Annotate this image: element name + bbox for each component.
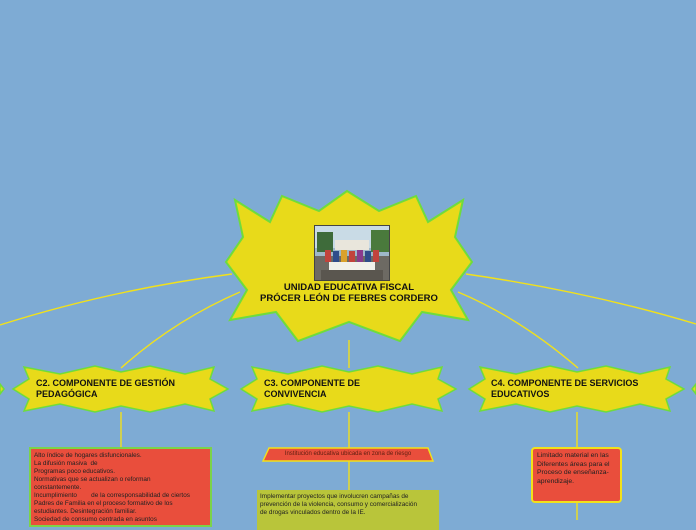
c2-issue-line: Incumplimiento de la corresponsabilidad …: [34, 492, 190, 499]
c4-title: C4. COMPONENTE DE SERVICIOS EDUCATIVOS: [491, 378, 639, 399]
connector-left-outer: [0, 273, 233, 326]
c3-tag-shape[interactable]: [261, 447, 435, 462]
c3-risk-tag[interactable]: Institución educativa ubicada en zona de…: [263, 447, 433, 461]
c2-issue-line: Sociedad de consumo centrada en asuntos: [34, 516, 157, 523]
connector-right-outer: [465, 273, 696, 325]
c3-burst-shape[interactable]: [239, 365, 458, 413]
c3-prevention-card[interactable]: Implementar proyectos que involucren cam…: [257, 490, 439, 530]
c2-burst-shape[interactable]: [11, 365, 230, 413]
c2-issue-line: Normativas que se actualizan o reforman: [34, 476, 151, 483]
right-offscreen-burst[interactable]: [691, 382, 696, 396]
c3-prevention-text: Implementar proyectos que involucren cam…: [260, 493, 418, 516]
c2-issues-card[interactable]: Alto índice de hogares disfuncionales. L…: [29, 447, 212, 527]
left-offscreen-burst[interactable]: [0, 382, 5, 396]
connector-c2: [120, 291, 241, 369]
connector-lines: [0, 273, 696, 520]
c3-title: C3. COMPONENTE DE CONVIVENCIA: [264, 378, 361, 399]
c2-issue-line: Alto índice de hogares disfuncionales.: [34, 452, 142, 459]
c2-issue-line: estudiantes. Desintegración familiar.: [34, 508, 137, 515]
c2-issue-line: Padres de Familia en el proceso formativ…: [34, 500, 173, 507]
c4-materials-text: Limitado material en las Diferentes área…: [537, 452, 610, 485]
c3-risk-tag-text: Institución educativa ubicada en zona de…: [284, 451, 412, 457]
center-title: UNIDAD EDUCATIVA FISCAL PRÓCER LEÓN DE F…: [260, 282, 438, 304]
c2-issue-line: La difusión masiva de: [34, 460, 98, 467]
c2-issue-line: constantemente.: [34, 484, 82, 491]
connector-c4: [457, 291, 579, 369]
c2-title: C2. COMPONENTE DE GESTIÓN PEDAGÓGICA: [36, 378, 176, 399]
c2-issue-line: Programas poco educativos.: [34, 468, 115, 475]
school-group-photo[interactable]: [314, 225, 390, 281]
c4-materials-card[interactable]: Limitado material en las Diferentes área…: [531, 447, 622, 503]
c4-burst-shape[interactable]: [467, 365, 686, 413]
